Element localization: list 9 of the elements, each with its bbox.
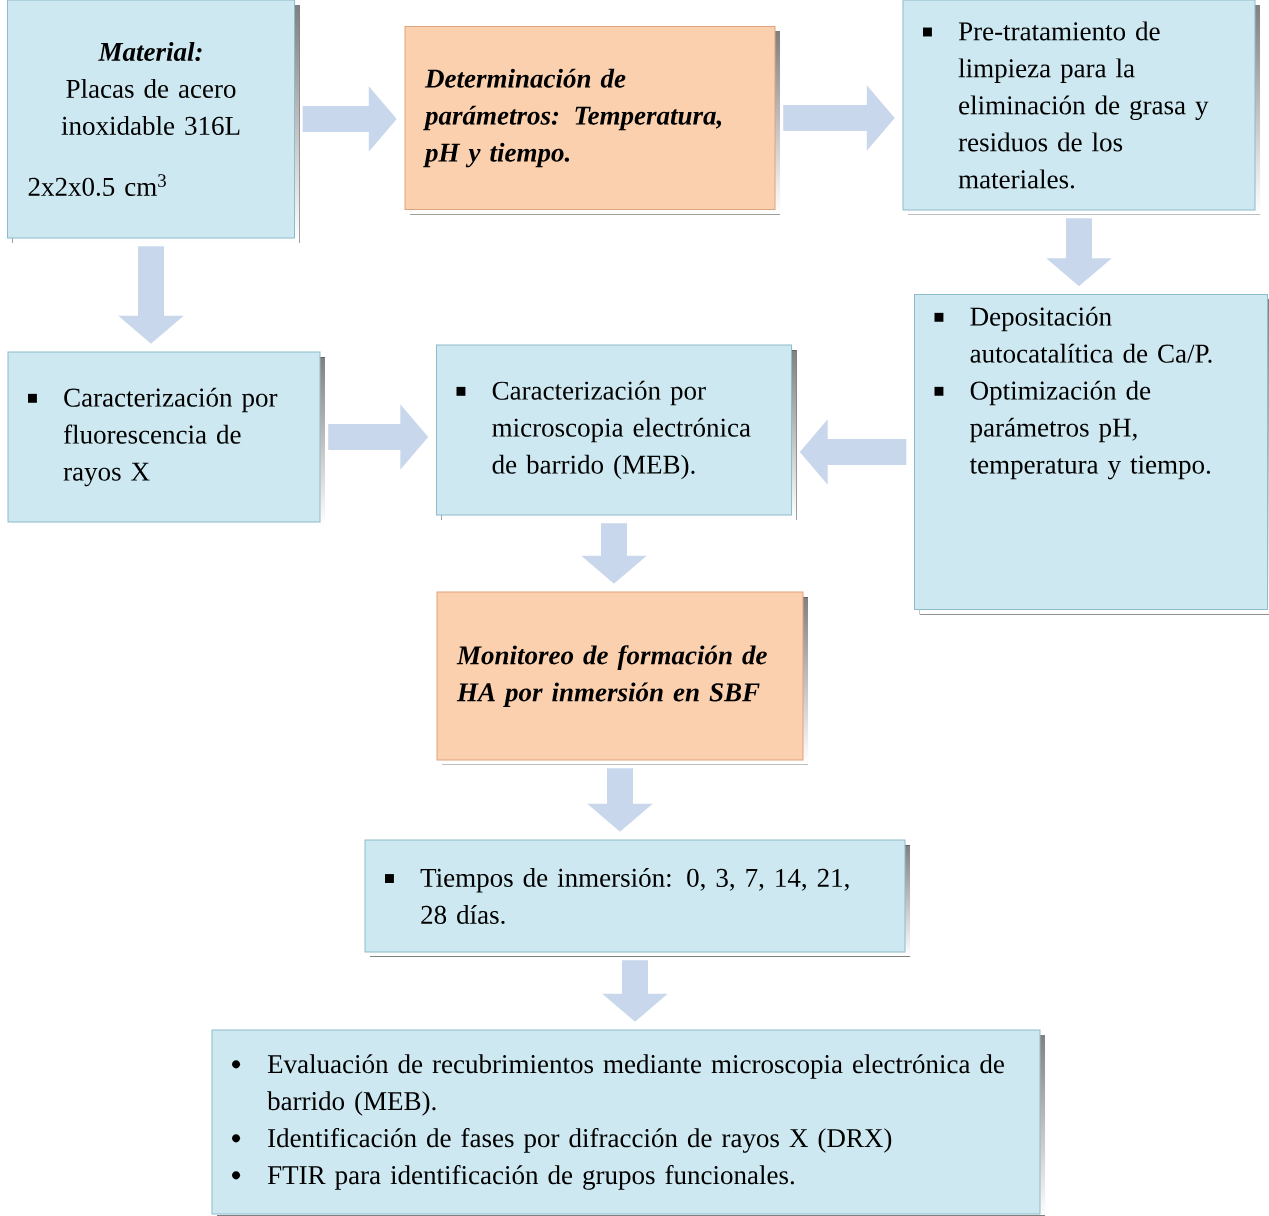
process-box: Depositación autocatalítica de Ca/P. Optimización de parámetros pH, temperatura y tiempo.: [914, 294, 1269, 615]
process-box: Pre-tratamiento de limpieza para la eliminación de grasa y residuos de los materiales.: [902, 0, 1260, 215]
process-box: Evaluación de recubrimientos mediante microscopia electrónica de barrido (MEB). Identificación de fases por difracción de rayos X (DRX) FTIR para identificación de grupos funcionales.: [211, 1029, 1045, 1216]
process-box: Tiempos de inmersión: 0, 3, 7, 14, 21, 28 días.: [364, 839, 910, 957]
process-box: Caracterización por microscopia electrónica de barrido (MEB).: [436, 344, 797, 520]
process-box: Material: Placas de acero inoxidable 316L 2x2x0.5 cm$^{3}$: [7, 0, 300, 243]
process-box: Caracterización por fluorescencia de rayos X: [7, 351, 325, 527]
process-box: Monitoreo de formación de HA por inmersión en SBF: [436, 591, 808, 765]
process-box: Determinación de parámetros: Temperatura, pH y tiempo.: [404, 26, 780, 215]
